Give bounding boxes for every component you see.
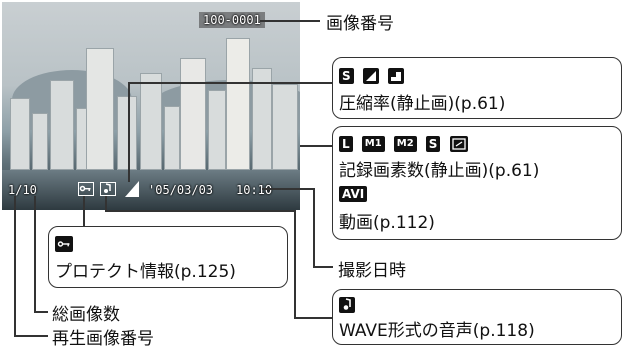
callout-wave-audio: WAVE形式の音声(p.118) [332,289,622,345]
building [164,106,180,170]
compression-icons: S [339,65,408,84]
compression-icon [125,179,139,200]
building [86,48,114,170]
water [2,170,300,210]
leader-line [34,196,36,312]
compression-superfine-icon: S [339,67,354,84]
building [180,58,206,170]
leader-line [14,335,48,337]
building [208,90,226,170]
shooting-date: '05/03/03 [148,183,214,197]
label-protect: プロテクト情報(p.125) [55,262,236,282]
postcard-icon [449,135,468,152]
leader-line [313,266,333,268]
building [252,68,272,170]
leader-line [262,188,314,190]
protect-icon-wrap [55,233,77,252]
movie-avi-icon: AVI [339,185,368,202]
leader-line [14,196,16,336]
callout-compression: S 圧縮率(静止画)(p.61) [332,57,622,119]
leader-line [294,210,296,318]
leader-line [105,210,295,212]
label-compression: 圧縮率(静止画)(p.61) [339,94,506,114]
movie-icon-wrap: AVI [339,183,371,202]
protect-icon [78,182,94,196]
resolution-large-icon: L [339,135,353,152]
image-number-display: 100-0001 [199,12,265,28]
leader-line [313,188,315,266]
camera-screen: 100-0001 1/10 '05/03/03 10:10 [2,2,300,210]
sound-icon-wrap [339,294,359,313]
leader-line [300,145,333,147]
resolution-small-icon: S [425,135,441,152]
leader-line [294,317,332,319]
callout-protect: プロテクト情報(p.125) [48,226,288,288]
sound-memo-icon [100,182,116,196]
building [117,96,137,170]
callout-recording-pixels: L M1 M2 S 記録画素数(静止画)(p.61) AVI 動画(p.112) [332,126,622,240]
label-image-number: 画像番号 [326,14,394,34]
shot-counter: 1/10 [8,183,37,197]
label-playback-image-number: 再生画像番号 [52,329,154,349]
label-total-images: 総画像数 [52,305,120,325]
resolution-medium2-icon: M2 [393,135,417,152]
building [32,113,48,170]
leader-line [128,82,130,182]
building [140,73,162,170]
label-date-time: 撮影日時 [338,261,406,281]
compression-fine-icon [362,67,379,84]
building [50,80,74,170]
sound-note-icon [339,296,355,313]
compression-normal-icon [387,67,404,84]
leader-line [105,196,107,211]
building [226,38,250,170]
leader-line [83,196,85,226]
label-recording-pixels: 記録画素数(静止画)(p.61) [339,161,540,181]
shooting-time: 10:10 [236,183,273,197]
recording-pixels-icons: L M1 M2 S [339,133,472,152]
building [10,98,30,170]
label-wave-audio: WAVE形式の音声(p.118) [339,321,535,341]
leader-line [128,82,333,84]
building [272,84,298,170]
label-movie: 動画(p.112) [339,213,435,233]
leader-line [34,311,48,313]
resolution-medium1-icon: M1 [361,135,385,152]
leader-line [260,20,320,22]
key-icon [55,235,73,252]
